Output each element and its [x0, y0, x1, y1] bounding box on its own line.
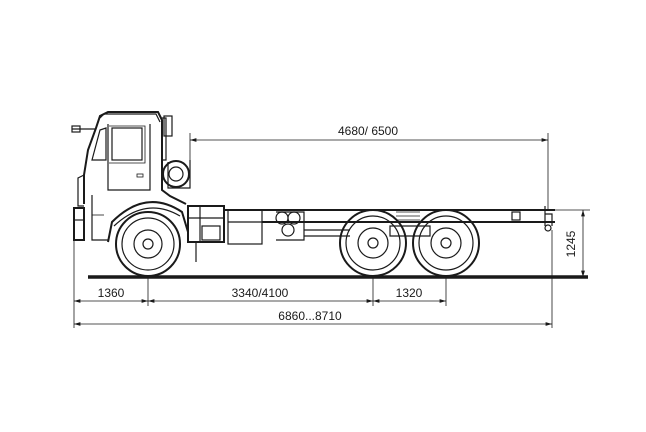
dimension-label-frame-height: 1245 [564, 230, 578, 257]
dimension-wheelbase-top: 4680/ 6500 [189, 124, 549, 210]
front-wheel [115, 211, 181, 277]
dimension-label-tandem: 1320 [396, 286, 423, 300]
dimension-label-wheelbase: 3340/4100 [232, 286, 289, 300]
dimension-frame-height: 1245 [555, 209, 590, 277]
dimension-label-wheelbase-top: 4680/ 6500 [338, 124, 398, 138]
dimension-front-overhang: 1360 [74, 286, 148, 303]
dimension-label-overall-length: 6860...8710 [278, 309, 342, 323]
air-filter [162, 160, 190, 188]
dimension-wheelbase: 3340/4100 [148, 286, 373, 303]
front-fender [107, 201, 189, 243]
dimension-tandem: 1320 [373, 286, 446, 303]
cab [71, 111, 187, 241]
rear-suspension [389, 225, 431, 237]
rear-wheel-1 [339, 209, 407, 277]
dimension-label-front-overhang: 1360 [98, 286, 125, 300]
truck-outline [71, 111, 555, 277]
frame [224, 206, 555, 232]
air-tanks [275, 211, 350, 241]
dimension-overall-length: 6860...8710 [74, 309, 552, 326]
powertrain [187, 205, 263, 262]
rear-wheel-2 [412, 209, 480, 277]
